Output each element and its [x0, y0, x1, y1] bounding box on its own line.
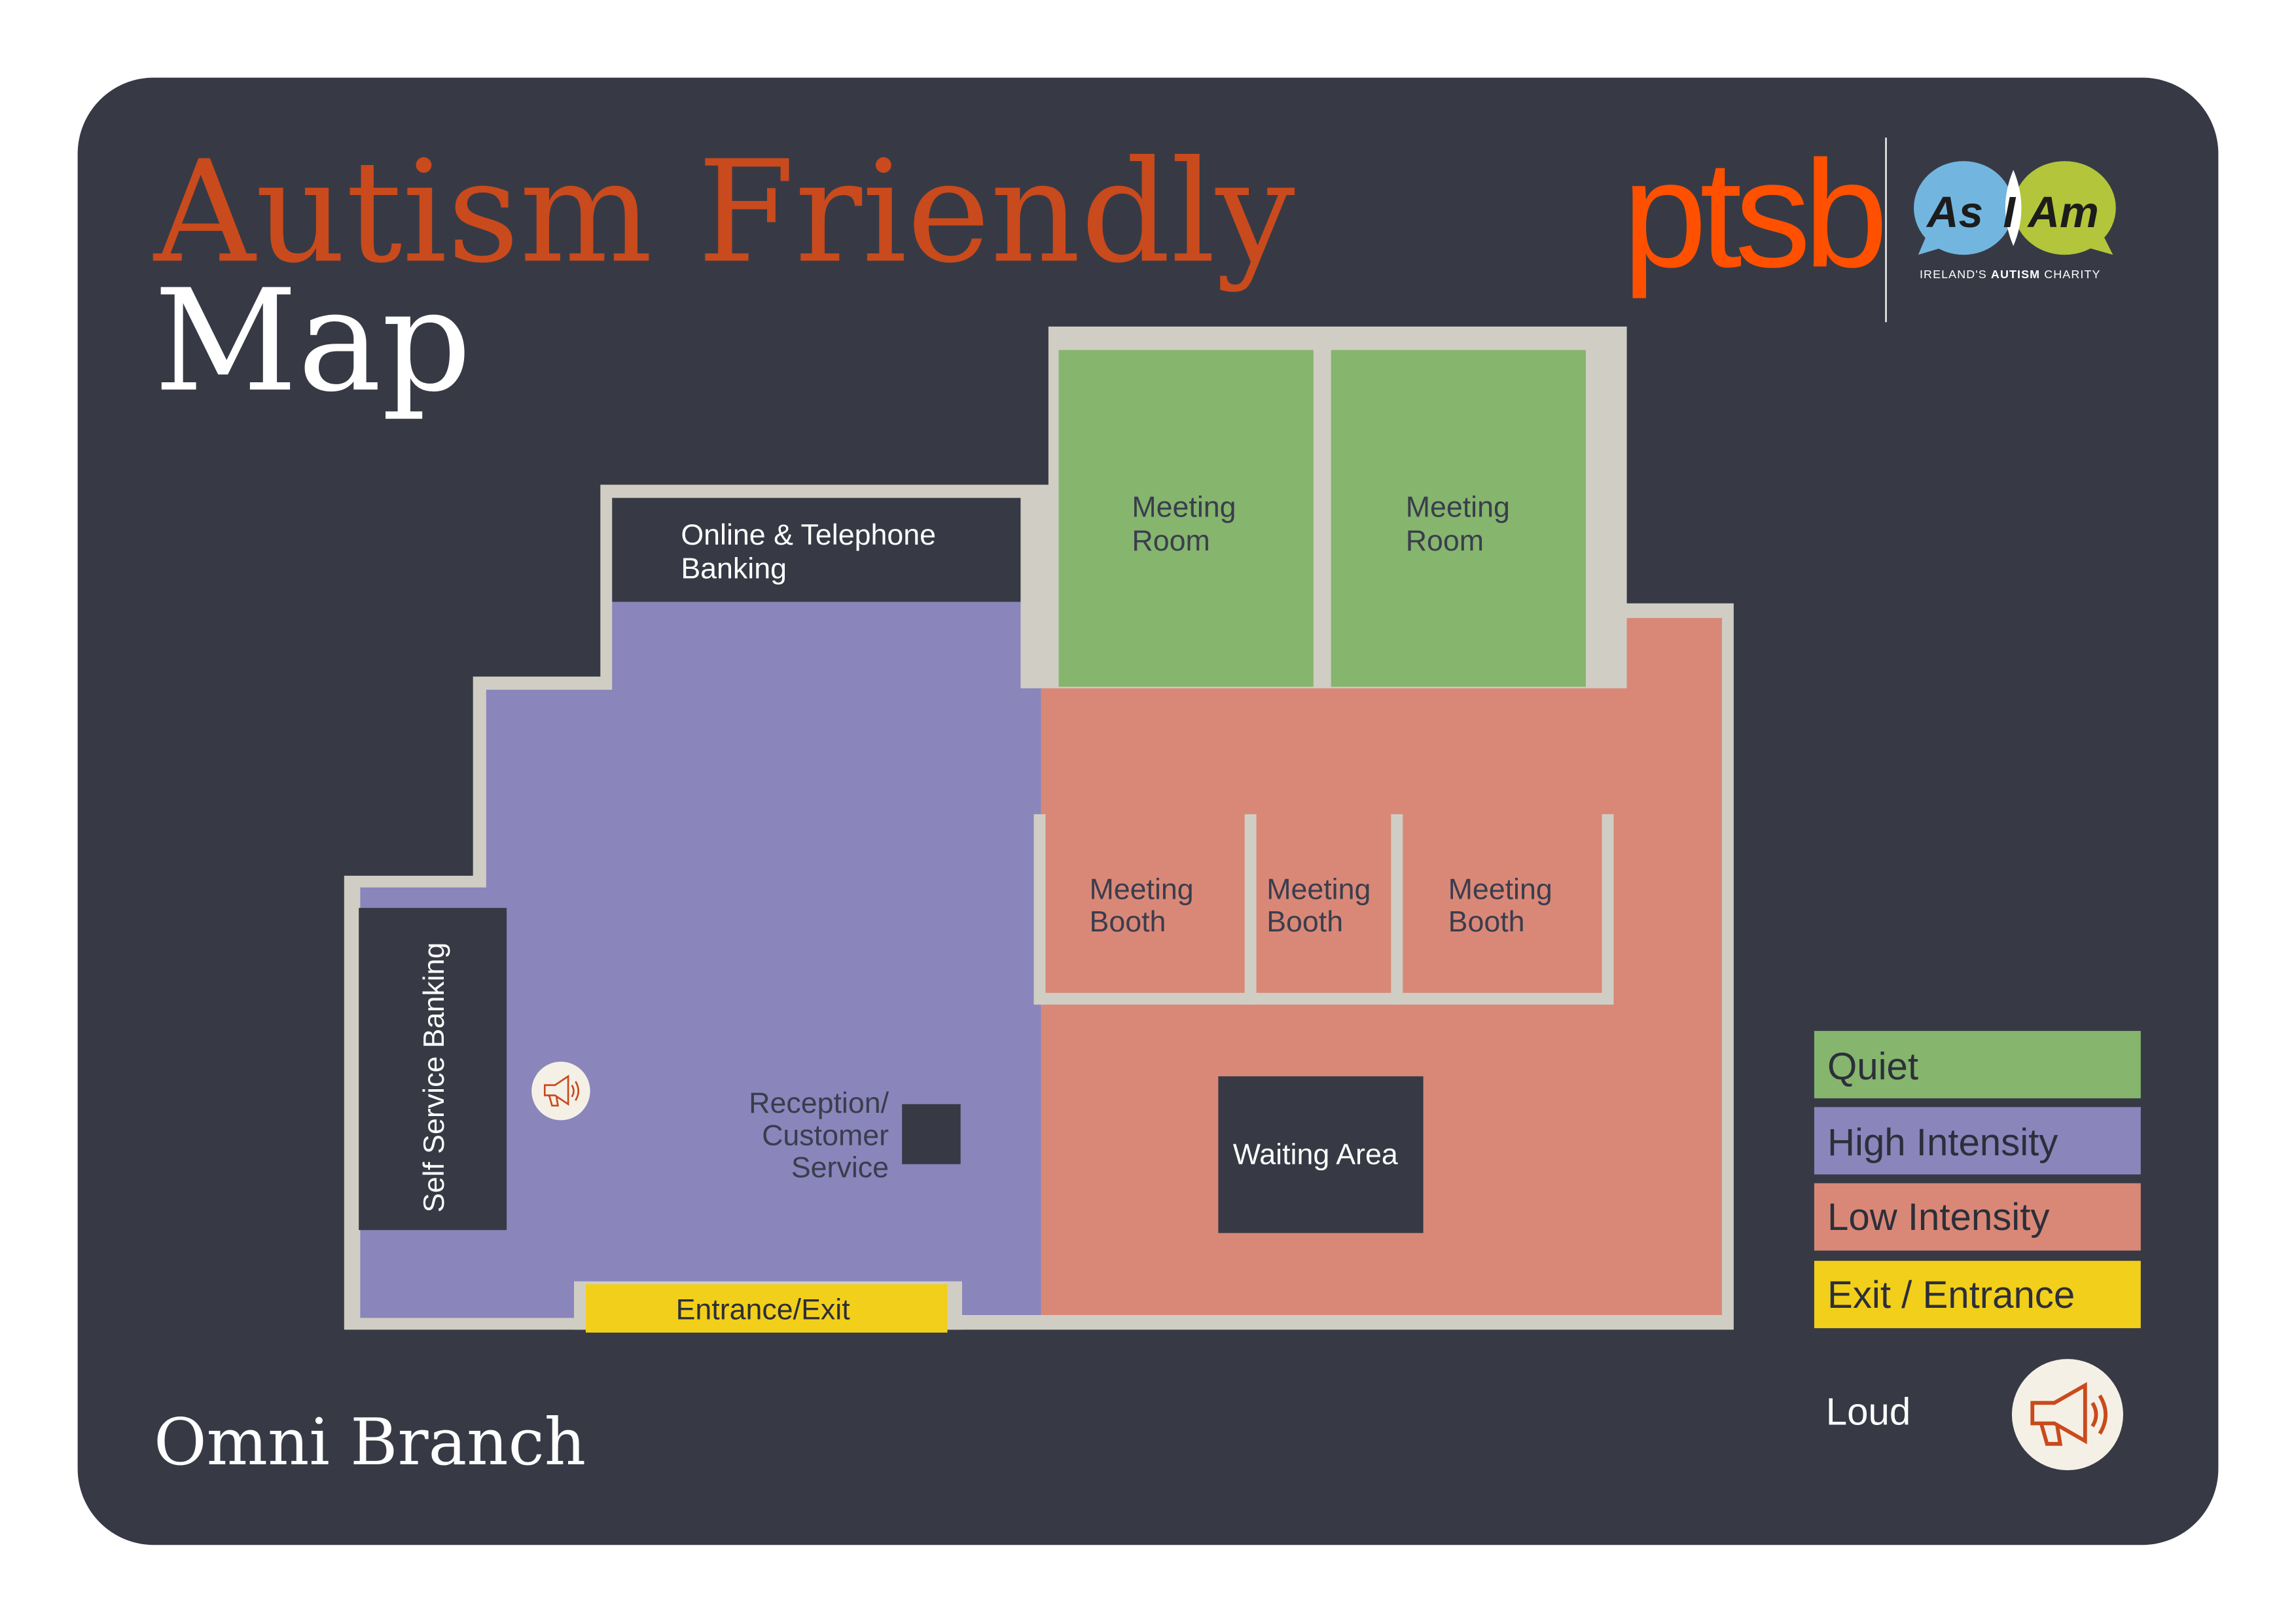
legend-exit-label: Exit / Entrance [1827, 1274, 2075, 1316]
legend-quiet-swatch [1814, 1030, 2141, 1098]
svg-text:I: I [2003, 188, 2016, 237]
booth-walls [1033, 814, 1614, 1005]
self-service-banking-area [359, 908, 507, 1231]
asiam-logo: As I Am IRELAND'S AUTISM CHARITY [1914, 161, 2116, 281]
legend-low-intensity-swatch [1814, 1183, 2141, 1251]
self-service-label: Self Service Banking [418, 943, 450, 1213]
megaphone-icon [543, 1074, 580, 1107]
legend-exit-swatch [1814, 1261, 2141, 1329]
entrance-label: Entrance/Exit [676, 1293, 851, 1326]
legend-quiet-label: Quiet [1827, 1045, 1918, 1088]
title-line-1: Autism Friendly [152, 130, 1295, 294]
svg-text:Am: Am [2027, 188, 2099, 237]
meeting-room-2 [1331, 350, 1586, 687]
ptsb-logo: ptsb [1623, 129, 1890, 299]
svg-text:As: As [1926, 188, 1983, 237]
legend-high-intensity-swatch [1814, 1107, 2141, 1175]
reception-desk [902, 1104, 961, 1164]
svg-text:ptsb: ptsb [1623, 129, 1882, 299]
high-intensity-area [360, 602, 1041, 1318]
legend: Quiet High Intensity Low Intensity Exit … [1814, 1030, 2141, 1471]
branch-name: Omni Branch [154, 1405, 586, 1480]
legend-low-intensity-label: Low Intensity [1827, 1196, 2049, 1238]
loud-zone-marker [531, 1061, 590, 1121]
megaphone-icon [2030, 1382, 2108, 1446]
online-banking-area [612, 497, 1021, 602]
legend-high-intensity-label: High Intensity [1827, 1121, 2058, 1164]
meeting-room-1 [1058, 350, 1314, 687]
title-line-2: Map [154, 259, 471, 423]
svg-text:IRELAND'S AUTISM CHARITY: IRELAND'S AUTISM CHARITY [1920, 268, 2101, 281]
waiting-area-label: Waiting Area [1233, 1138, 1398, 1171]
low-intensity-area [1041, 618, 1722, 1315]
legend-loud-label: Loud [1826, 1391, 1910, 1434]
waiting-area [1218, 1076, 1424, 1233]
entrance-exit [585, 1284, 948, 1333]
